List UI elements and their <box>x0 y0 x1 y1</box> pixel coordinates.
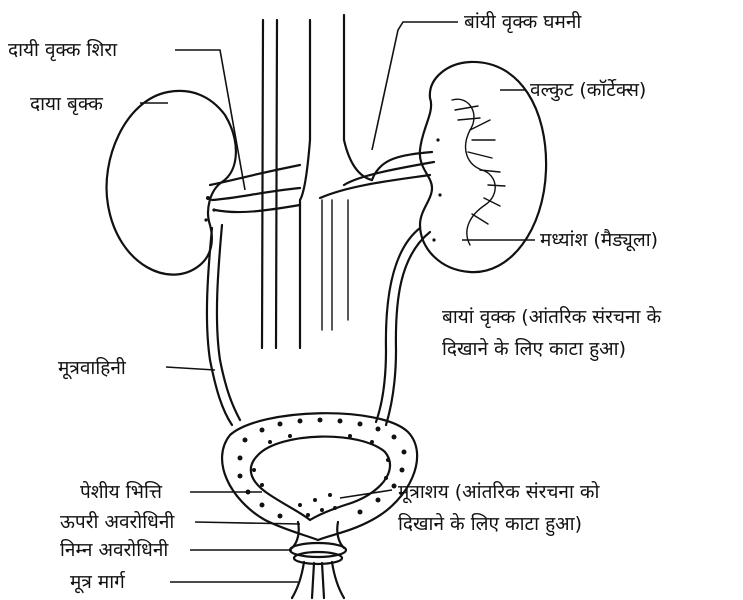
label-muscular-wall: पेशीय भित्ति <box>80 480 162 504</box>
label-urethra: मूत्र मार्ग <box>70 570 125 594</box>
ureters <box>207 225 430 425</box>
label-right-renal-vein: दायी वृक्क शिरा <box>8 38 117 62</box>
label-bladder-line2: दिखाने के लिए काटा हुआ) <box>398 512 582 536</box>
label-left-kidney-line2: दिखाने के लिए काटा हुआ) <box>442 337 626 361</box>
label-bladder-line1: मूत्राशय (आंतरिक संरचना को <box>398 480 599 504</box>
label-upper-sphincter: ऊपरी अवरोधिनी <box>60 510 174 534</box>
label-left-renal-artery: बांयी वृक्क घमनी <box>464 10 581 34</box>
major-vessels <box>262 15 372 348</box>
right-renal-vessels <box>210 165 300 212</box>
label-ureter: मूत्रवाहिनी <box>58 356 126 380</box>
label-medulla: मध्यांश (मैड्यूला) <box>540 228 658 252</box>
bladder-wall-dots <box>238 418 407 519</box>
urinary-bladder <box>222 413 417 540</box>
label-right-kidney: दाया बृक्क <box>30 92 103 116</box>
label-cortex: वल्कुट (कॉर्टेक्स) <box>530 78 646 102</box>
label-lower-sphincter: निम्न अवरोधिनी <box>60 538 168 562</box>
label-left-kidney-line1: बायां वृक्क (आंतरिक संरचना के <box>442 305 661 329</box>
sphincters-urethra <box>290 522 346 598</box>
